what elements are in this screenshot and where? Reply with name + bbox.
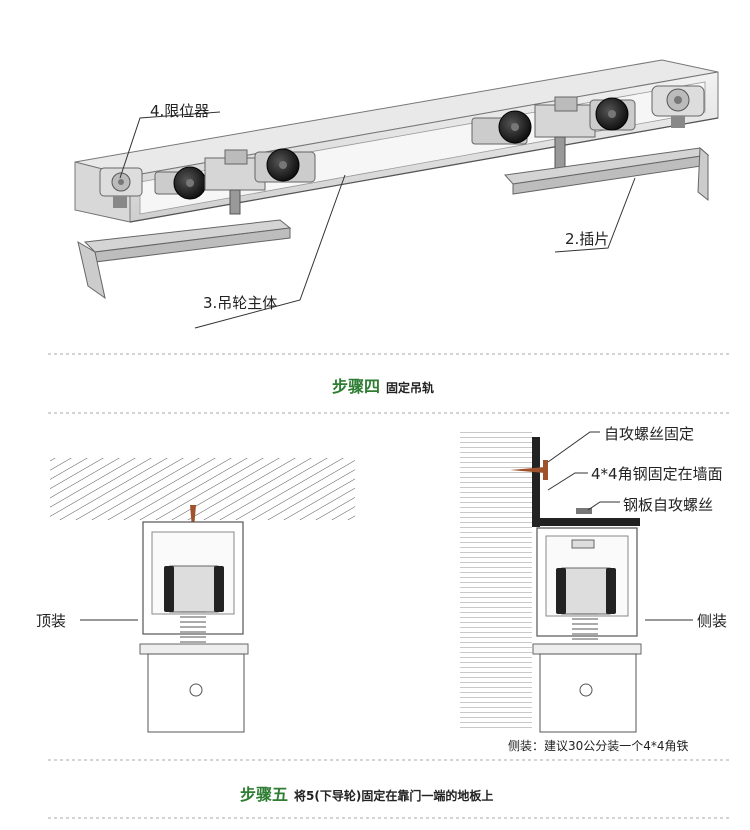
leader-lines — [119, 111, 636, 329]
limiter-label: 4.限位器 — [150, 102, 210, 120]
side-mount-label: 侧装 — [697, 612, 728, 630]
rail-body — [74, 59, 719, 223]
top-mount-label: 顶装 — [36, 612, 67, 630]
wall — [460, 430, 532, 730]
insert-label: 2.插片 — [565, 230, 610, 248]
ceiling-screw — [183, 505, 203, 542]
step4-description: 固定吊轨 — [386, 381, 435, 395]
step5-caption: 步骤五将5(下导轮)固定在靠门一端的地板上 — [240, 781, 493, 805]
right-insert-plate — [504, 146, 710, 202]
left-track-profile — [139, 521, 249, 733]
right-track-profile — [532, 527, 642, 733]
left-limiter — [99, 167, 143, 208]
right-trolley — [471, 96, 636, 170]
left-trolley — [154, 148, 316, 215]
step4-label: 步骤四 — [332, 377, 381, 396]
step4-caption: 步骤四固定吊轨 — [332, 373, 434, 397]
plate-screw — [576, 508, 592, 514]
self-tapping-screw-label: 自攻螺丝固定 — [604, 425, 695, 443]
step5-label: 步骤五 — [240, 785, 289, 804]
side-mount-note: 侧装：建议30公分装一个4*4角铁 — [508, 739, 689, 753]
step5-description: 将5(下导轮)固定在靠门一端的地板上 — [294, 789, 494, 803]
rail-assembly-illustration — [74, 59, 719, 329]
angle-steel-label: 4*4角钢固定在墙面 — [591, 465, 723, 483]
wall-screw — [510, 460, 548, 480]
hanger-body-label: 3.吊轮主体 — [203, 294, 278, 312]
left-insert-plate — [77, 219, 292, 300]
side-mount-leaders — [547, 431, 693, 621]
right-limiter — [651, 85, 705, 128]
ceiling — [50, 458, 355, 520]
plate-screw-label: 钢板自攻螺丝 — [623, 496, 714, 514]
